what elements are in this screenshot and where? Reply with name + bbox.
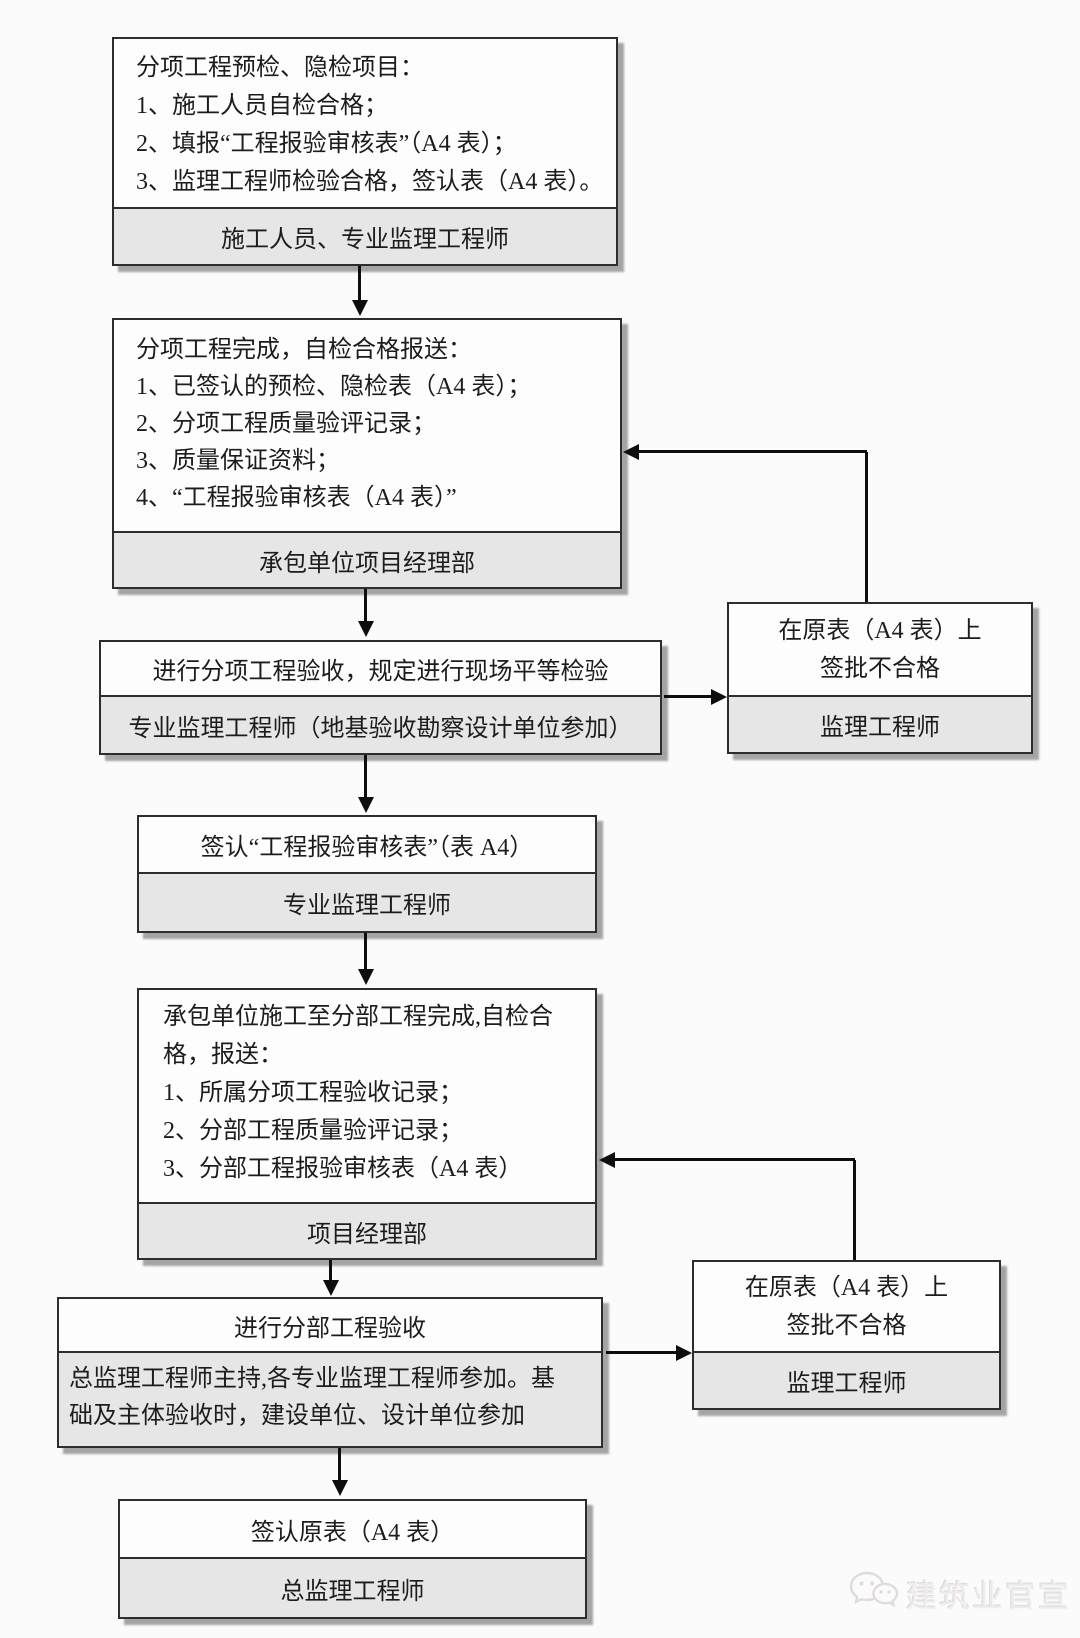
box-body: 在原表（A4 表）上 签批不合格 <box>694 1262 999 1351</box>
text-line: 2、填报“工程报验审核表”（A4 表）； <box>136 131 517 157</box>
responsible-party-label: 总监理工程师主持,各专业监理工程师参加。基 础及主体验收时，建设单位、设计单位参… <box>59 1351 601 1446</box>
box-reject-subitem: 在原表（A4 表）上 签批不合格 监理工程师 <box>727 602 1033 754</box>
arrow-line <box>364 755 367 799</box>
arrow-line <box>329 1260 332 1282</box>
box-title: 签认“工程报验审核表”（表 A4） <box>200 835 534 861</box>
text-line: 签批不合格 <box>786 1312 907 1339</box>
box-title: 签认原表（A4 表） <box>250 1519 455 1546</box>
text-line: 3、监理工程师检验合格，签认表（A4 表）。 <box>136 169 604 195</box>
text-line: 1、已签认的预检、隐检表（A4 表）； <box>136 374 532 400</box>
arrow-line <box>664 695 712 698</box>
box-subdivision-acceptance: 进行分部工程验收 总监理工程师主持,各专业监理工程师参加。基 础及主体验收时，建… <box>57 1297 603 1448</box>
arrow-line <box>606 1351 678 1354</box>
feedback-line <box>637 450 867 453</box>
responsible-party-label: 项目经理部 <box>139 1202 595 1258</box>
box-sign-review-form: 签认“工程报验审核表”（表 A4） 专业监理工程师 <box>137 815 597 933</box>
text-line: 2、分项工程质量验评记录； <box>136 411 436 437</box>
text-line: 总监理工程师主持,各专业监理工程师参加。基 <box>69 1366 555 1392</box>
box-body: 在原表（A4 表）上 签批不合格 <box>729 604 1031 695</box>
box-subdivision-report: 承包单位施工至分部工程完成,自检合 格，报送： 1、所属分项工程验收记录； 2、… <box>137 988 597 1260</box>
arrow-line <box>358 266 361 302</box>
box-sign-original: 签认原表（A4 表） 总监理工程师 <box>118 1499 587 1619</box>
responsible-party-label: 专业监理工程师 <box>139 872 595 931</box>
arrow-down-icon <box>352 300 368 316</box>
feedback-line <box>613 1158 855 1161</box>
text-line: 格，报送： <box>163 1042 283 1068</box>
arrow-line <box>338 1448 341 1482</box>
arrow-right-icon <box>676 1345 692 1361</box>
feedback-line <box>853 1160 856 1260</box>
wechat-bubbles-icon <box>848 1570 900 1617</box>
text-line: 4、“工程报验审核表（A4 表）” <box>136 485 457 511</box>
arrow-down-icon <box>323 1280 339 1296</box>
box-title: 进行分项工程验收，规定进行现场平等检验 <box>152 659 609 685</box>
box-subitem-precheck: 分项工程预检、隐检项目： 1、施工人员自检合格； 2、填报“工程报验审核表”（A… <box>112 37 618 266</box>
responsible-party-label: 监理工程师 <box>694 1351 999 1408</box>
text-line: 3、分部工程报验审核表（A4 表） <box>163 1156 523 1182</box>
box-title: 进行分部工程验收 <box>234 1315 426 1342</box>
responsible-party-label: 专业监理工程师（地基验收勘察设计单位参加） <box>101 695 660 753</box>
arrow-left-icon <box>599 1152 615 1168</box>
text-line: 2、分部工程质量验评记录； <box>163 1118 463 1144</box>
watermark: 建筑业官宣 <box>848 1570 1071 1617</box>
arrow-line <box>364 933 367 971</box>
text-line: 签批不合格 <box>820 655 940 682</box>
arrow-down-icon <box>358 621 374 637</box>
arrow-right-icon <box>711 689 727 705</box>
text-line: 承包单位施工至分部工程完成,自检合 <box>163 1004 553 1030</box>
responsible-party-label: 施工人员、专业监理工程师 <box>114 207 616 264</box>
arrow-down-icon <box>358 969 374 985</box>
arrow-down-icon <box>358 797 374 813</box>
text-line: 3、质量保证资料； <box>136 448 340 474</box>
text-line: 在原表（A4 表）上 <box>744 1274 949 1301</box>
arrow-line <box>364 589 367 623</box>
box-body: 分项工程完成，自检合格报送： 1、已签认的预检、隐检表（A4 表）； 2、分项工… <box>114 320 620 531</box>
box-subitem-acceptance: 进行分项工程验收，规定进行现场平等检验 专业监理工程师（地基验收勘察设计单位参加… <box>99 640 662 755</box>
responsible-party-label: 监理工程师 <box>729 695 1031 752</box>
text-line: 1、施工人员自检合格； <box>136 93 388 119</box>
responsible-party-label: 总监理工程师 <box>120 1557 585 1617</box>
text-line: 础及主体验收时，建设单位、设计单位参加 <box>69 1403 525 1429</box>
responsible-party-label: 承包单位项目经理部 <box>114 531 620 587</box>
text-line: 分项工程预检、隐检项目： <box>136 55 424 81</box>
watermark-text: 建筑业官宣 <box>906 1579 1071 1614</box>
arrow-down-icon <box>332 1480 348 1496</box>
box-reject-subdivision: 在原表（A4 表）上 签批不合格 监理工程师 <box>692 1260 1001 1410</box>
box-body: 承包单位施工至分部工程完成,自检合 格，报送： 1、所属分项工程验收记录； 2、… <box>139 990 595 1202</box>
arrow-left-icon <box>623 444 639 460</box>
text-line: 分项工程完成，自检合格报送： <box>136 337 472 363</box>
text-line: 1、所属分项工程验收记录； <box>163 1080 463 1106</box>
text-line: 在原表（A4 表）上 <box>778 617 982 644</box>
feedback-line <box>865 452 868 602</box>
box-subitem-report: 分项工程完成，自检合格报送： 1、已签认的预检、隐检表（A4 表）； 2、分项工… <box>112 318 622 589</box>
box-body: 分项工程预检、隐检项目： 1、施工人员自检合格； 2、填报“工程报验审核表”（A… <box>114 39 616 207</box>
